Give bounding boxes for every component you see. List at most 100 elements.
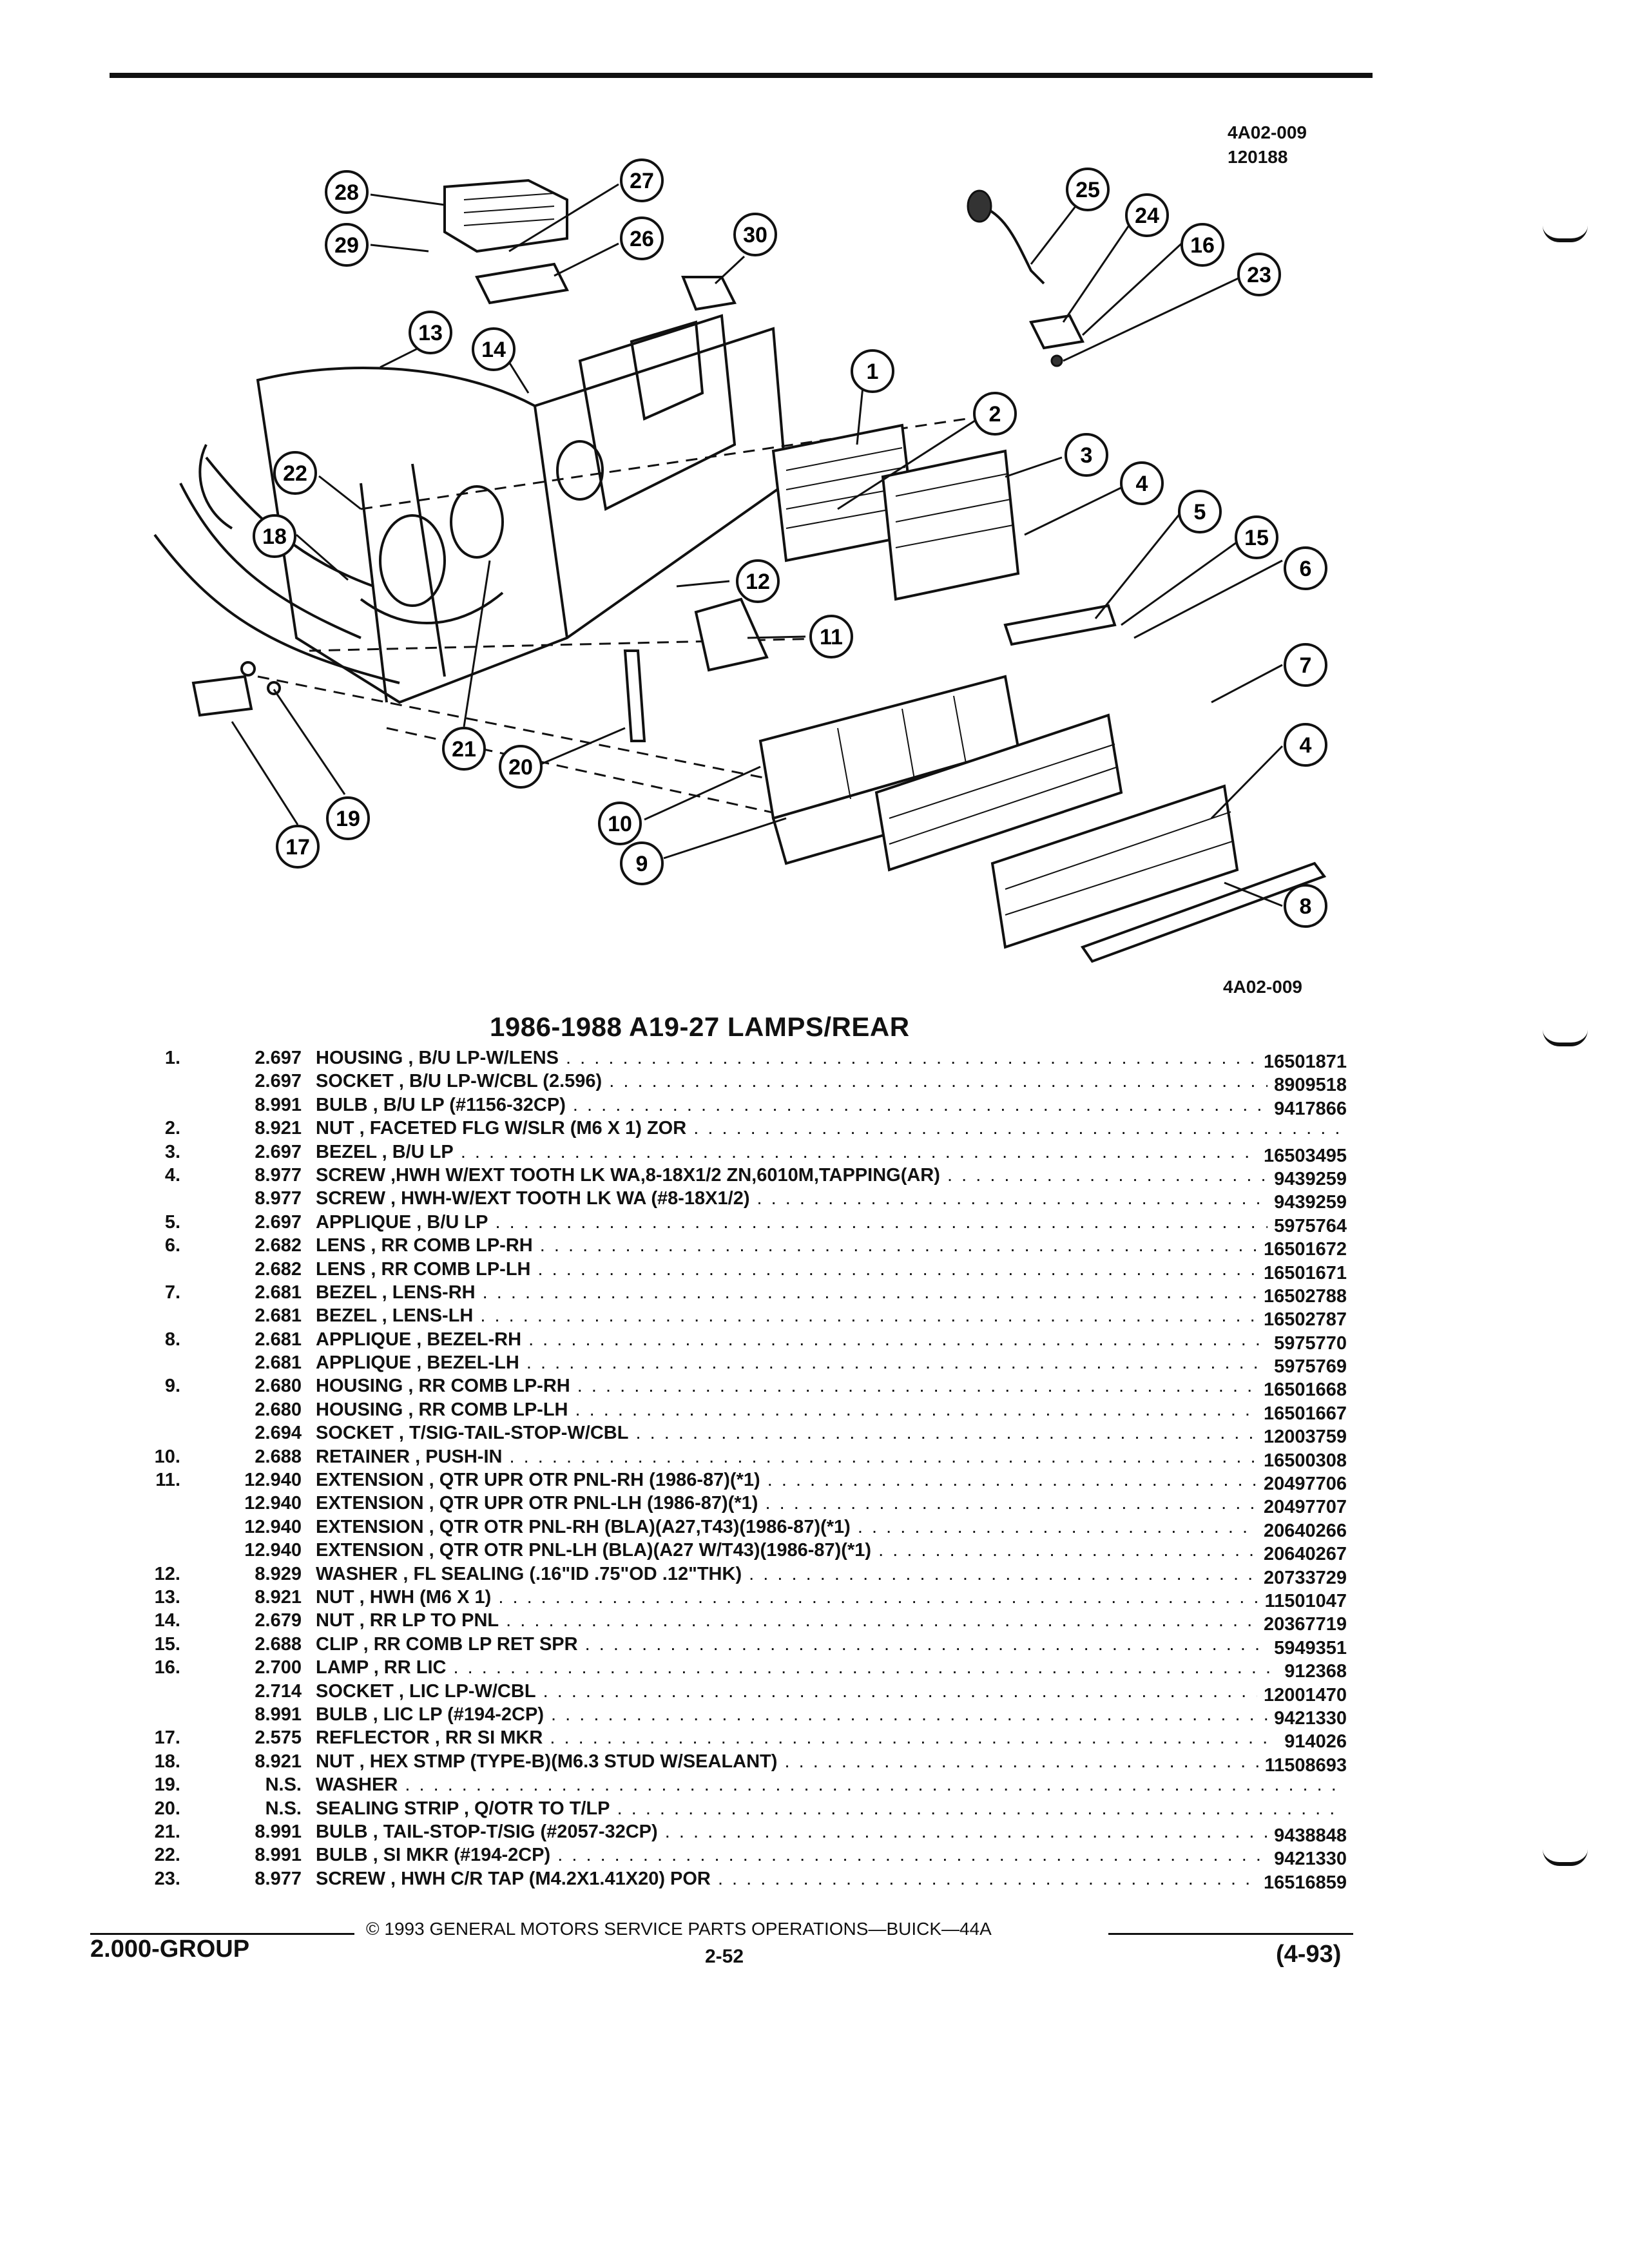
group-number: 2.697 bbox=[255, 1071, 302, 1092]
part-number: 9417866 bbox=[1268, 1098, 1347, 1120]
figure-date: 120188 bbox=[1228, 147, 1288, 167]
part-number: 20640266 bbox=[1257, 1520, 1347, 1542]
part-number: 16501672 bbox=[1257, 1239, 1347, 1261]
group-number: 2.575 bbox=[255, 1727, 302, 1749]
group-number: 12.940 bbox=[244, 1516, 302, 1537]
part-number: 5975764 bbox=[1268, 1215, 1347, 1237]
top-rule bbox=[110, 73, 1373, 78]
part-description: NUT , FACETED FLG W/SLR (M6 X 1) ZOR bbox=[316, 1118, 1340, 1139]
group-number: 8.921 bbox=[255, 1586, 302, 1608]
group-number: 2.688 bbox=[255, 1446, 302, 1467]
svg-text:6: 6 bbox=[1300, 557, 1312, 581]
group-number: 12.940 bbox=[244, 1470, 302, 1491]
group-number: 2.682 bbox=[255, 1258, 302, 1280]
item-number: 14. bbox=[154, 1610, 180, 1631]
svg-text:30: 30 bbox=[743, 223, 767, 247]
item-number: 15. bbox=[154, 1633, 180, 1655]
item-number: 10. bbox=[154, 1446, 180, 1467]
part-number: 16501671 bbox=[1257, 1262, 1347, 1284]
callout-13: 13 bbox=[409, 311, 452, 354]
part-description: SOCKET , B/U LP-W/CBL (2.596) bbox=[316, 1071, 1340, 1092]
item-number: 19. bbox=[154, 1774, 180, 1796]
callout-30: 30 bbox=[733, 213, 777, 256]
group-number: 2.697 bbox=[255, 1141, 302, 1162]
svg-text:15: 15 bbox=[1244, 526, 1269, 550]
svg-text:16: 16 bbox=[1190, 233, 1215, 258]
group-number: 8.991 bbox=[255, 1821, 302, 1842]
part-description: LAMP , RR LIC bbox=[316, 1657, 1340, 1678]
svg-text:11: 11 bbox=[820, 625, 843, 649]
group-number: 8.921 bbox=[255, 1118, 302, 1139]
svg-text:10: 10 bbox=[608, 812, 632, 836]
part-number: 20497706 bbox=[1257, 1474, 1347, 1495]
svg-text:28: 28 bbox=[334, 180, 359, 205]
part-description: SOCKET , LIC LP-W/CBL bbox=[316, 1681, 1340, 1702]
part-description: BULB , TAIL-STOP-T/SIG (#2057-32CP) bbox=[316, 1821, 1340, 1843]
callout-5: 5 bbox=[1178, 490, 1222, 533]
callout-2: 2 bbox=[973, 392, 1017, 436]
part-number: 11508693 bbox=[1258, 1754, 1347, 1776]
margin-tick bbox=[1543, 226, 1588, 242]
part-description: EXTENSION , QTR UPR OTR PNL-LH (1986-87)… bbox=[316, 1493, 1340, 1514]
part-number: 9421330 bbox=[1268, 1849, 1347, 1870]
part-description: WASHER , FL SEALING (.16"ID .75"OD .12"T… bbox=[316, 1564, 1340, 1585]
part-description: BULB , SI MKR (#194-2CP) bbox=[316, 1845, 1340, 1866]
part-description: APPLIQUE , B/U LP bbox=[316, 1212, 1340, 1233]
item-number: 13. bbox=[154, 1586, 180, 1608]
svg-text:4: 4 bbox=[1136, 472, 1148, 496]
margin-tick bbox=[1543, 1030, 1588, 1046]
svg-text:4: 4 bbox=[1300, 733, 1312, 758]
svg-text:8: 8 bbox=[1300, 894, 1312, 919]
part-number: 9439259 bbox=[1268, 1192, 1347, 1214]
svg-text:9: 9 bbox=[636, 852, 648, 876]
part-description: WASHER bbox=[316, 1774, 1340, 1796]
exploded-diagram: 28 29 27 26 30 25 24 16 23 13 14 1 2 3 4… bbox=[153, 159, 1327, 963]
part-description: CLIP , RR COMB LP RET SPR bbox=[316, 1634, 1340, 1655]
svg-text:13: 13 bbox=[418, 321, 443, 345]
group-number: 2.681 bbox=[255, 1305, 302, 1327]
footer-page-number: 2-52 bbox=[705, 1946, 744, 1967]
part-description: NUT , HEX STMP (TYPE-B)(M6.3 STUD W/SEAL… bbox=[316, 1751, 1340, 1773]
parts-row: 19.N.S.WASHER bbox=[129, 1774, 1366, 1798]
callout-21: 21 bbox=[442, 727, 486, 771]
part-description: EXTENSION , QTR OTR PNL-RH (BLA)(A27,T43… bbox=[316, 1517, 1340, 1538]
svg-text:18: 18 bbox=[262, 524, 287, 549]
parts-row: 20.N.S.SEALING STRIP , Q/OTR TO T/LP bbox=[129, 1798, 1366, 1821]
svg-text:2: 2 bbox=[989, 402, 1001, 427]
part-description: SOCKET , T/SIG-TAIL-STOP-W/CBL bbox=[316, 1423, 1340, 1444]
part-number: 5975769 bbox=[1268, 1356, 1347, 1378]
footer-rule-left bbox=[90, 1933, 354, 1935]
part-description: APPLIQUE , BEZEL-RH bbox=[316, 1329, 1340, 1350]
item-number: 17. bbox=[154, 1727, 180, 1749]
item-number: 6. bbox=[164, 1235, 180, 1256]
part-number: 9439259 bbox=[1268, 1168, 1347, 1190]
group-number: 8.977 bbox=[255, 1164, 302, 1186]
svg-text:12: 12 bbox=[746, 570, 770, 594]
part-number: 912368 bbox=[1278, 1661, 1347, 1683]
callout-16: 16 bbox=[1181, 223, 1224, 267]
item-number: 12. bbox=[154, 1563, 180, 1584]
callout-17: 17 bbox=[276, 825, 320, 869]
item-number: 3. bbox=[164, 1141, 180, 1162]
item-number: 21. bbox=[154, 1821, 180, 1842]
callout-22: 22 bbox=[273, 451, 317, 495]
part-description: SEALING STRIP , Q/OTR TO T/LP bbox=[316, 1798, 1340, 1820]
part-number: 12001470 bbox=[1257, 1684, 1347, 1706]
part-description: NUT , HWH (M6 X 1) bbox=[316, 1587, 1340, 1608]
callout-18: 18 bbox=[253, 514, 296, 558]
item-number: 9. bbox=[164, 1376, 180, 1397]
